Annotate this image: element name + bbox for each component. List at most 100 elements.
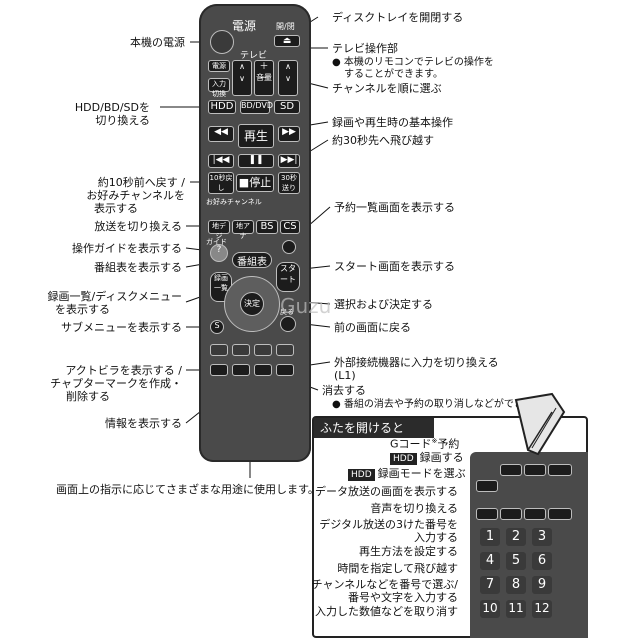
- cs-button[interactable]: CS: [280, 220, 300, 234]
- hdd-mode-button[interactable]: [500, 464, 522, 476]
- submenu-button[interactable]: S: [210, 320, 224, 334]
- return-button[interactable]: [280, 316, 296, 332]
- guide-label: ガイド: [206, 238, 227, 246]
- tv-volume-button[interactable]: ＋－: [254, 60, 274, 96]
- callout-channel-order: チャンネルを順に選ぶ: [332, 82, 442, 95]
- skip-back-button[interactable]: |◀◀: [208, 154, 234, 168]
- data-broadcast-button[interactable]: [476, 480, 498, 492]
- fast-forward-button[interactable]: ▶▶: [278, 126, 300, 142]
- number-key-label: 11: [508, 601, 524, 615]
- callout-skip30: 約30秒先へ飛び越す: [332, 134, 434, 147]
- info-button[interactable]: [232, 364, 250, 376]
- play-button-label: 再生: [243, 129, 268, 143]
- callout-basic-ops: 録画や再生時の基本操作: [332, 116, 453, 129]
- yellow-button[interactable]: [276, 344, 294, 356]
- pause-button[interactable]: ❚❚: [238, 154, 274, 168]
- eject-button[interactable]: ⏏: [274, 35, 300, 47]
- audio-button[interactable]: [476, 508, 498, 520]
- power-button-label: 電源: [232, 19, 257, 33]
- callout-rec-list-1: 録画一覧/ディスクメニュー: [47, 290, 183, 303]
- callout-switch-media-1: HDD/BD/SDを: [74, 101, 150, 114]
- digital3-button[interactable]: [548, 508, 572, 520]
- callout-delete: 消去する: [322, 384, 366, 397]
- time-skip-button[interactable]: [524, 508, 546, 520]
- play-button[interactable]: 再生: [238, 124, 274, 148]
- callout-acto-2: チャプターマークを作成・: [50, 377, 182, 390]
- lid-audio: 音声を切り換える: [370, 502, 458, 515]
- analog-terrestrial-button[interactable]: 地アナ: [232, 220, 254, 240]
- number-key[interactable]: 9: [532, 576, 552, 594]
- callout-tv-ops-note-1: ● 本機のリモコンでテレビの操作を: [332, 57, 494, 68]
- callout-program-list: 番組表を表示する: [94, 261, 182, 274]
- number-key[interactable]: 3: [532, 528, 552, 546]
- number-key[interactable]: 2: [506, 528, 526, 546]
- callout-tv-ops: テレビ操作部: [332, 42, 398, 55]
- eject-icon: ⏏: [282, 36, 292, 46]
- number-key[interactable]: 5: [506, 552, 526, 570]
- number-key[interactable]: 12: [532, 600, 552, 618]
- power-button[interactable]: [210, 30, 234, 54]
- tv-channel-updown-button[interactable]: ∧∨: [278, 60, 298, 96]
- number-key[interactable]: 4: [480, 552, 500, 570]
- callout-power: 本機の電源: [130, 36, 185, 49]
- lid-hdd-rec-label: 録画する: [419, 451, 464, 464]
- actvila-button[interactable]: [210, 364, 228, 376]
- reserve-list-button[interactable]: [282, 240, 296, 254]
- tv-power-button[interactable]: 電源: [208, 60, 230, 72]
- back10-button[interactable]: 10秒戻し: [208, 172, 234, 194]
- callout-back10-2: お好みチャンネルを: [86, 189, 185, 202]
- lid-digital3-1: デジタル放送の3けた番号を: [319, 518, 458, 531]
- callout-reserve-list: 予約一覧画面を表示する: [334, 201, 455, 214]
- gcode-button[interactable]: [548, 464, 572, 476]
- number-key[interactable]: 1: [480, 528, 500, 546]
- eject-button-label: 開/閉: [276, 22, 295, 31]
- green-button[interactable]: [254, 344, 272, 356]
- start-button[interactable]: スタート: [276, 262, 300, 292]
- input-switch-button[interactable]: [276, 364, 294, 376]
- skip-forward-button[interactable]: ▶▶|: [278, 154, 300, 168]
- bd-dvd-button[interactable]: BD/DVD: [240, 100, 273, 114]
- stop-button[interactable]: ■停止: [236, 174, 274, 192]
- skip30-button[interactable]: 30秒送り: [278, 172, 300, 194]
- number-key[interactable]: 8: [506, 576, 526, 594]
- callout-tv-ops-note-2: することができます。: [344, 69, 443, 80]
- blue-button[interactable]: [210, 344, 228, 356]
- lid-clear: 入力した数値などを取り消す: [315, 605, 458, 618]
- hdd-button[interactable]: HDD: [208, 100, 236, 114]
- hdd-tag: HDD: [390, 453, 417, 465]
- rewind-button[interactable]: ◀◀: [208, 126, 234, 142]
- bs-button[interactable]: BS: [256, 220, 278, 234]
- number-key[interactable]: 10: [480, 600, 500, 618]
- favorite-caption: お好みチャンネル: [206, 198, 262, 206]
- delete-button[interactable]: [254, 364, 272, 376]
- number-key[interactable]: 11: [506, 600, 526, 618]
- digital-terrestrial-button[interactable]: 地デジ: [208, 220, 230, 240]
- callout-switch-media-2: 切り換える: [95, 114, 150, 127]
- callout-acto-1: アクトビラを表示する /: [65, 364, 182, 377]
- red-button[interactable]: [232, 344, 250, 356]
- hdd-rec-button[interactable]: [524, 464, 546, 476]
- play-mode-button[interactable]: [500, 508, 522, 520]
- number-key[interactable]: 7: [480, 576, 500, 594]
- tv-input-button[interactable]: 入力切換: [208, 78, 230, 98]
- program-list-button[interactable]: 番組表: [232, 252, 272, 268]
- callout-back10-1: 約10秒前へ戻す /: [97, 176, 185, 189]
- callout-broadcast: 放送を切り換える: [94, 220, 182, 233]
- hdd-tag: HDD: [348, 469, 375, 481]
- watermark: Guzu: [280, 294, 332, 318]
- guide-button[interactable]: ?: [210, 244, 228, 262]
- number-key-label: 10: [482, 601, 498, 615]
- sd-button[interactable]: SD: [274, 100, 300, 114]
- decide-button[interactable]: 決定: [240, 292, 264, 316]
- lid-gcode: Gコード※予約: [390, 435, 459, 451]
- lid-digital3-2: 入力する: [414, 531, 458, 544]
- callout-disc-tray: ディスクトレイを開閉する: [332, 11, 464, 24]
- tv-channel-button[interactable]: ∧∨: [232, 60, 252, 96]
- lid-open-illustration: [514, 392, 566, 456]
- callout-delete-note: ● 番組の消去や予約の取り消しなどができます。: [332, 399, 553, 410]
- return-label: 戻る: [280, 308, 294, 316]
- callout-rec-list-2: を表示する: [55, 303, 110, 316]
- number-key[interactable]: 6: [532, 552, 552, 570]
- number-key-label: 4: [485, 553, 495, 568]
